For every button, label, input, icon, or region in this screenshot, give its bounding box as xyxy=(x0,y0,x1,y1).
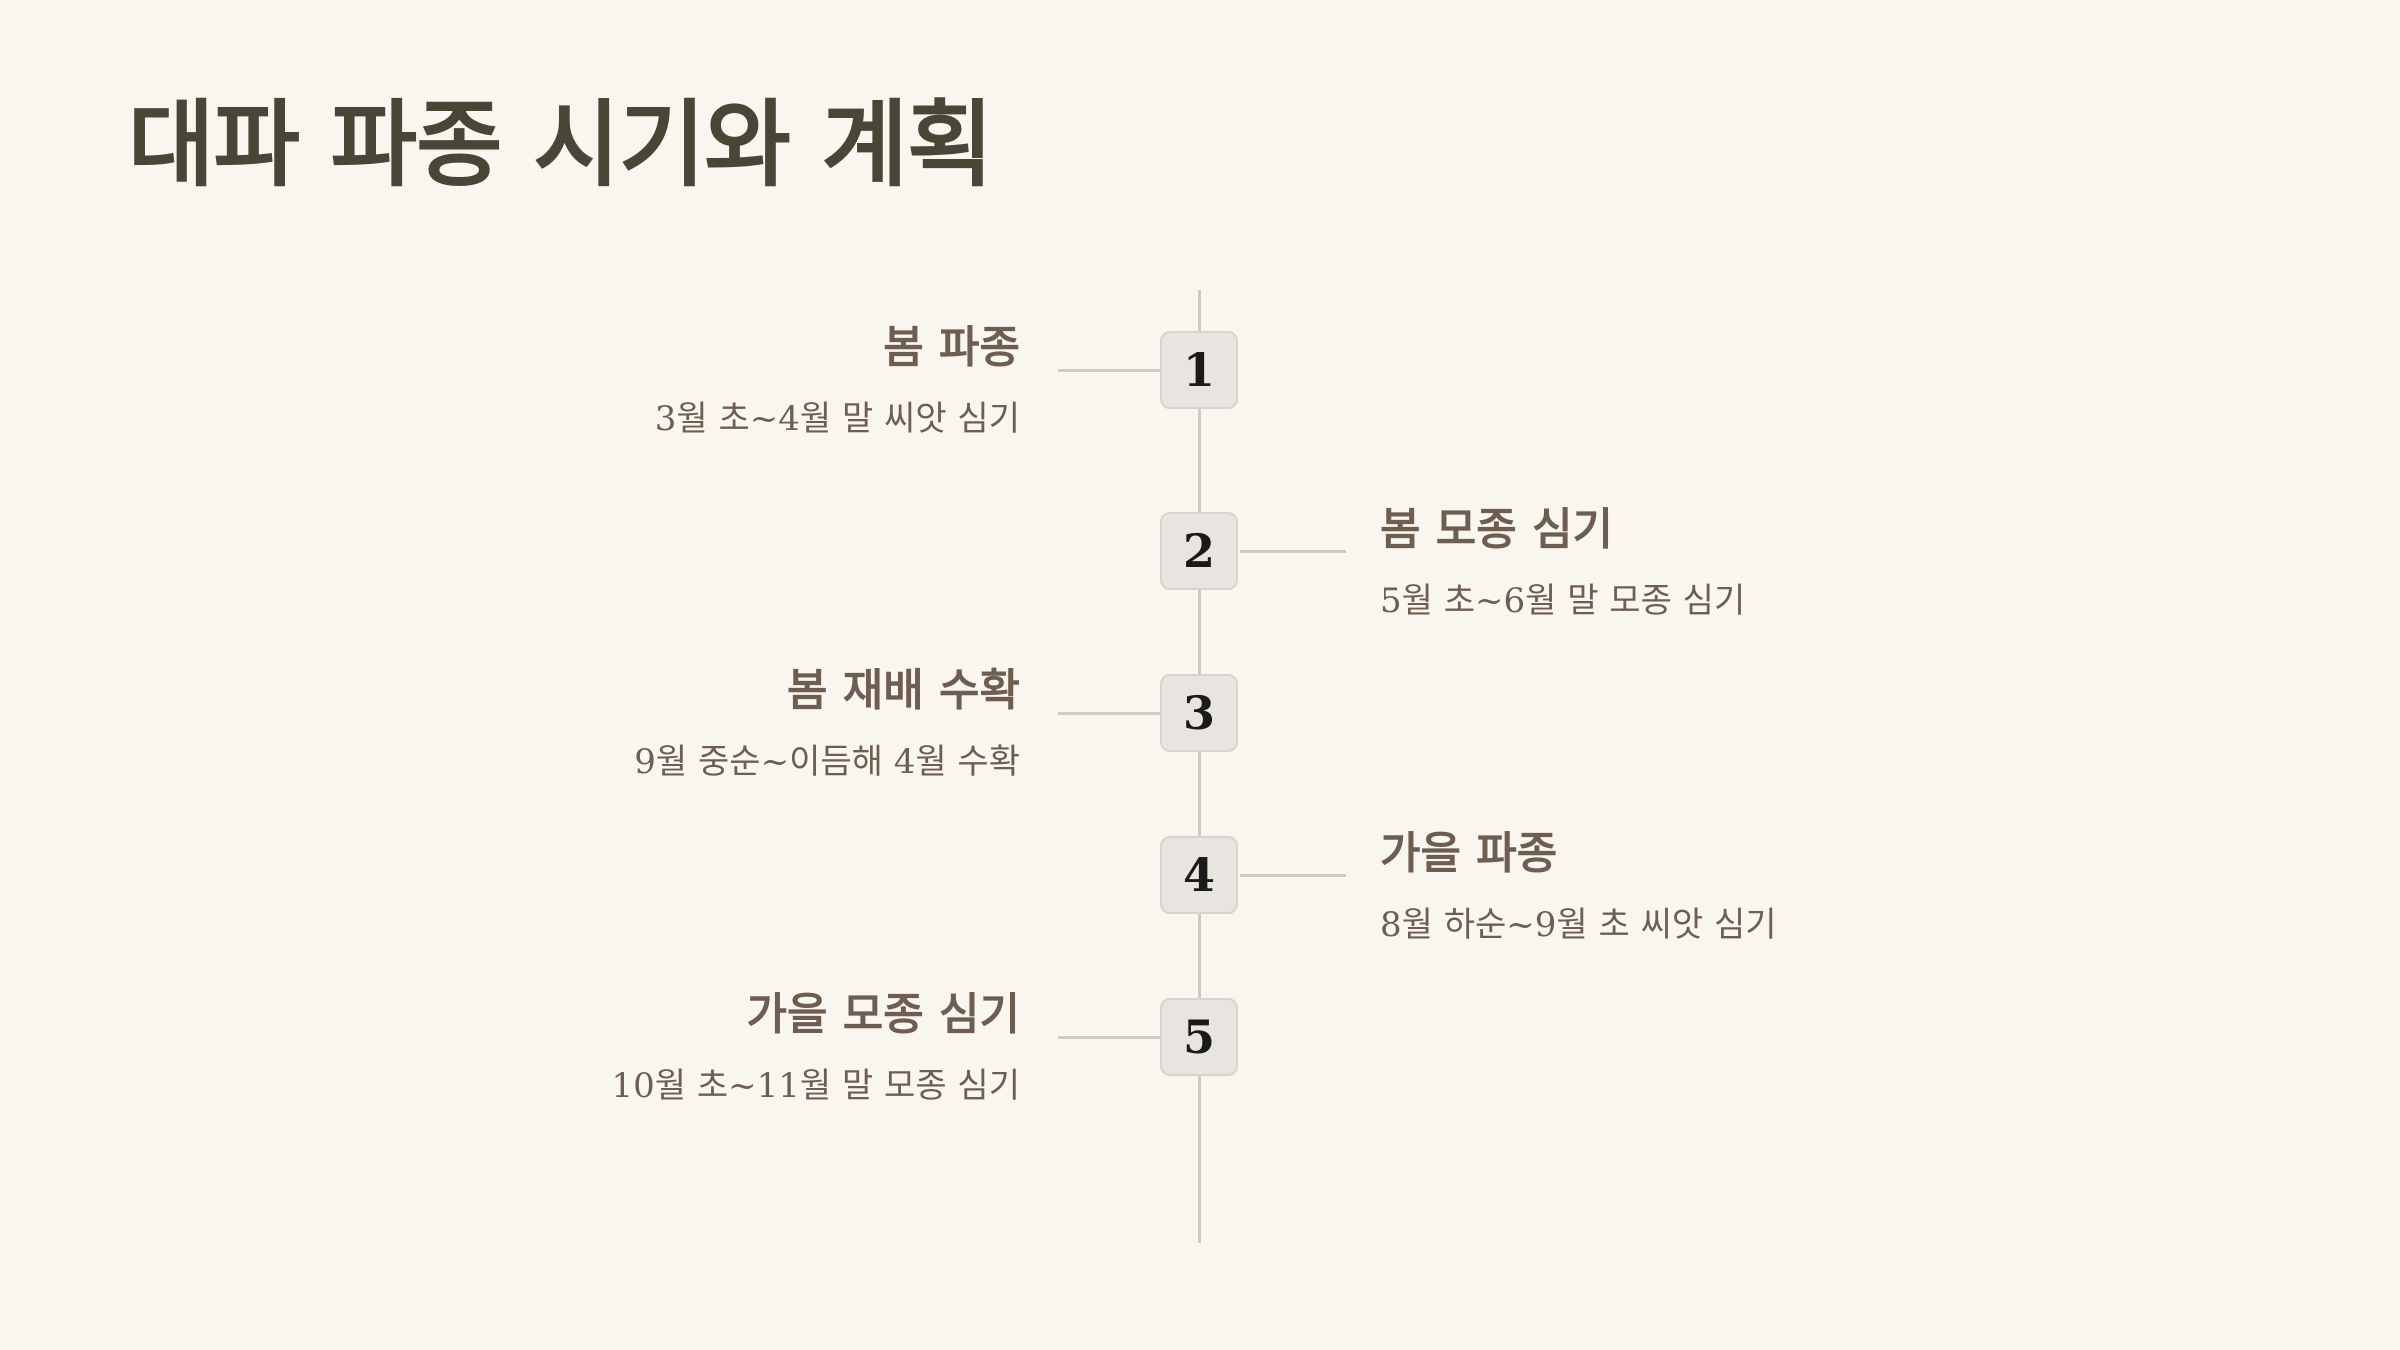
step-title: 봄 모종 심기 xyxy=(1380,504,1614,555)
connector-line xyxy=(1240,550,1346,553)
step-label: 가을 파종 8월 하순~9월 초 씨앗 심기 xyxy=(1380,828,1940,945)
connector-line xyxy=(1058,1036,1164,1039)
step-number-badge: 5 xyxy=(1160,998,1238,1076)
step-description: 8월 하순~9월 초 씨앗 심기 xyxy=(1380,905,1777,945)
connector-line xyxy=(1058,712,1164,715)
step-description: 9월 중순~이듬해 4월 수확 xyxy=(634,742,1020,782)
step-number-badge: 2 xyxy=(1160,512,1238,590)
step-title: 가을 파종 xyxy=(1380,828,1558,879)
step-title: 봄 재배 수확 xyxy=(786,665,1020,716)
connector-line xyxy=(1058,369,1164,372)
step-description: 3월 초~4월 말 씨앗 심기 xyxy=(654,399,1020,439)
connector-line xyxy=(1240,874,1346,877)
step-label: 봄 모종 심기 5월 초~6월 말 모종 심기 xyxy=(1380,504,1940,621)
step-label: 봄 파종 3월 초~4월 말 씨앗 심기 xyxy=(460,322,1020,439)
step-number-badge: 4 xyxy=(1160,836,1238,914)
step-description: 5월 초~6월 말 모종 심기 xyxy=(1380,581,1746,621)
step-description: 10월 초~11월 말 모종 심기 xyxy=(611,1066,1021,1106)
step-number-badge: 1 xyxy=(1160,331,1238,409)
timeline-axis xyxy=(1198,290,1201,1243)
step-label: 봄 재배 수확 9월 중순~이듬해 4월 수확 xyxy=(460,665,1020,782)
step-number-badge: 3 xyxy=(1160,674,1238,752)
step-title: 봄 파종 xyxy=(883,322,1020,373)
page-title: 대파 파종 시기와 계획 xyxy=(128,91,993,200)
step-title: 가을 모종 심기 xyxy=(746,989,1020,1040)
step-label: 가을 모종 심기 10월 초~11월 말 모종 심기 xyxy=(460,989,1021,1106)
